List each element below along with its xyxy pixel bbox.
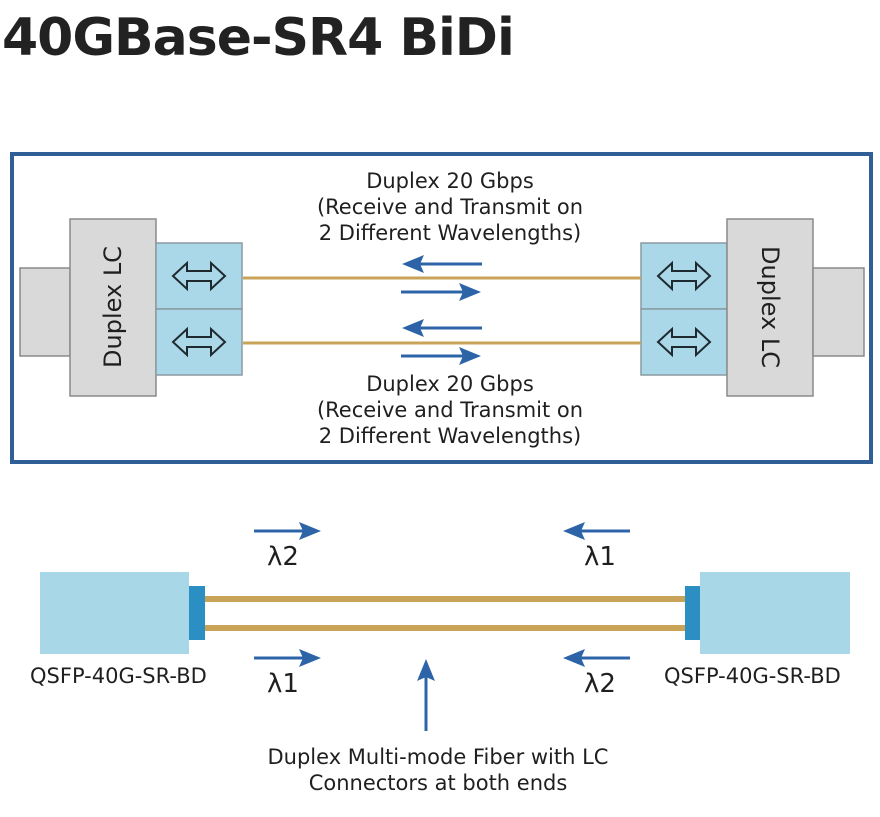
right-port-top [640,242,728,310]
right-connector-back [812,267,865,357]
wavelength-label: λ1 [267,669,299,699]
arrow-right-icon [254,649,321,667]
right-connector-body [726,218,814,397]
right-module-label: QSFP-40G-SR-BD [664,664,841,688]
right-connector-label: Duplex LC [756,246,784,368]
arrow-left-icon [563,522,630,540]
double-arrow-icon [656,326,712,358]
left-connector-label: Duplex LC [99,246,127,368]
caption-line: Duplex 20 Gbps [366,169,534,193]
arrow-up-icon [417,659,435,731]
page-title: 40GBase-SR4 BiDi [2,8,515,68]
caption-line: Duplex Multi-mode Fiber with LC [267,745,609,769]
left-connector-back [19,267,71,357]
arrow-right-icon [401,283,481,301]
arrow-left-icon [402,255,482,273]
arrow-left-icon [563,649,630,667]
left-port-top [155,242,243,310]
double-arrow-icon [656,260,712,292]
caption-line: Connectors at both ends [308,771,568,795]
bottom-caption: Duplex 20 Gbps (Receive and Transmit on … [260,371,640,449]
double-arrow-icon [171,326,227,358]
caption-line: (Receive and Transmit on [316,195,584,219]
fiber-caption: Duplex Multi-mode Fiber with LC Connecto… [218,744,658,796]
right-qsfp-module [700,572,850,654]
wavelength-label: λ2 [267,542,299,572]
left-ferrule [189,586,205,640]
left-connector-body [69,218,157,397]
wavelength-label: λ2 [584,669,616,699]
left-module-label: QSFP-40G-SR-BD [30,664,207,688]
wavelength-label: λ1 [584,542,616,572]
caption-line: (Receive and Transmit on [316,398,584,422]
arrow-right-icon [254,522,321,540]
top-caption: Duplex 20 Gbps (Receive and Transmit on … [260,168,640,246]
caption-line: 2 Different Wavelengths) [318,424,582,448]
caption-line: 2 Different Wavelengths) [318,221,582,245]
arrow-right-icon [401,347,481,365]
caption-line: Duplex 20 Gbps [366,372,534,396]
right-ferrule [685,586,700,640]
right-port-bottom [640,308,728,376]
left-port-bottom [155,308,243,376]
arrow-left-icon [402,319,482,337]
double-arrow-icon [171,260,227,292]
left-qsfp-module [40,572,189,654]
